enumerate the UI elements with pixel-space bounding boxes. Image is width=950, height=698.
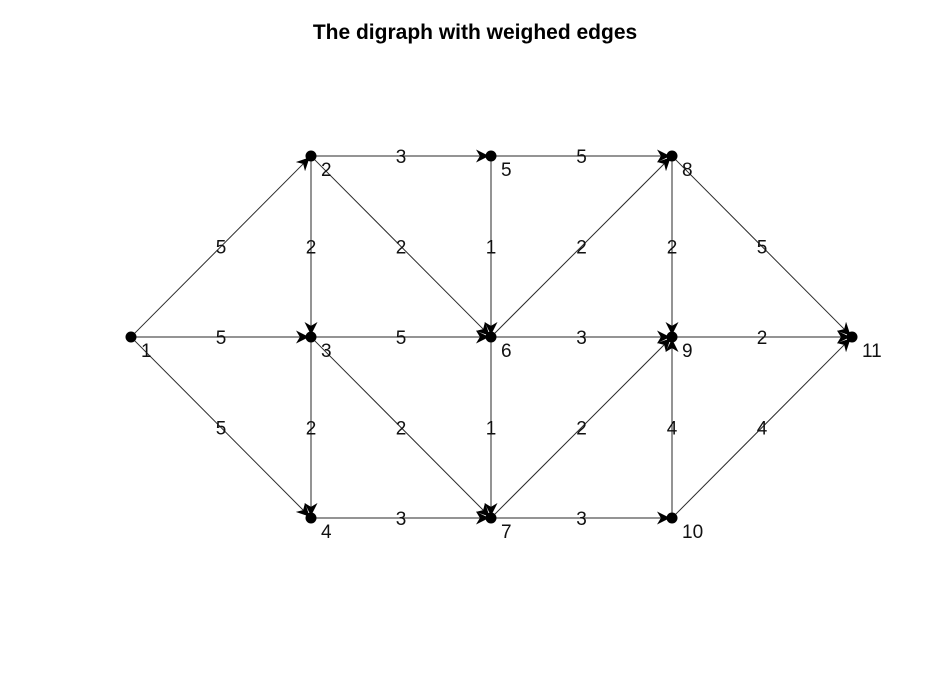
edge-weight-2-3: 2 [306,238,317,259]
node-label-4: 4 [321,522,332,543]
edge-1-to-4 [132,338,310,517]
node-label-2: 2 [321,160,332,181]
edge-weight-1-3: 5 [216,328,227,349]
node-6 [485,331,497,343]
edge-weight-10-9: 4 [667,419,678,440]
diagram-title: The digraph with weighed edges [312,21,638,44]
edge-2-to-6 [312,157,490,336]
edge-8-to-11 [673,157,851,336]
node-label-5: 5 [501,160,512,181]
node-4 [305,512,317,524]
edge-weight-5-8: 5 [576,147,587,168]
edge-3-to-7 [312,338,490,517]
node-label-6: 6 [501,341,512,362]
edge-weight-8-9: 2 [667,238,678,259]
edge-weight-2-6: 2 [396,238,407,259]
node-5 [485,150,497,162]
edge-weight-6-8: 2 [576,238,587,259]
edge-weight-2-5: 3 [396,147,407,168]
node-label-8: 8 [682,160,693,181]
node-7 [485,512,497,524]
edge-6-to-8 [492,157,671,336]
edge-weight-3-7: 2 [396,419,407,440]
node-label-7: 7 [501,522,512,543]
node-label-3: 3 [321,341,332,362]
edge-weight-8-11: 5 [757,238,768,259]
edge-weight-1-4: 5 [216,419,227,440]
node-label-10: 10 [682,522,703,543]
edge-7-to-9 [492,338,671,517]
node-label-11: 11 [862,341,882,362]
edge-weight-7-9: 2 [576,419,587,440]
edge-weight-10-11: 4 [757,419,768,440]
node-11 [846,331,858,343]
node-label-1: 1 [141,341,152,362]
edge-weight-6-9: 3 [576,328,587,349]
node-2 [305,150,317,162]
node-8 [666,150,678,162]
edge-10-to-11 [673,338,851,517]
edges-layer: 5 5 5 3 2 2 5 2 2 3 5 1 2 3 1 2 3 5 2 2 4 4 [132,147,851,530]
edge-weight-5-6: 1 [486,238,497,259]
node-9 [666,331,678,343]
edge-weight-3-4: 2 [306,419,317,440]
node-1 [125,331,137,343]
node-label-9: 9 [682,341,693,362]
edge-weight-9-11: 2 [757,328,768,349]
node-3 [305,331,317,343]
edge-weight-4-7: 3 [396,509,407,530]
edge-weight-7-10: 3 [576,509,587,530]
node-10 [666,512,678,524]
edge-1-to-2 [132,157,310,336]
edge-weight-3-6: 5 [396,328,407,349]
edge-weight-6-7: 1 [486,419,497,440]
edge-weight-1-2: 5 [216,238,227,259]
